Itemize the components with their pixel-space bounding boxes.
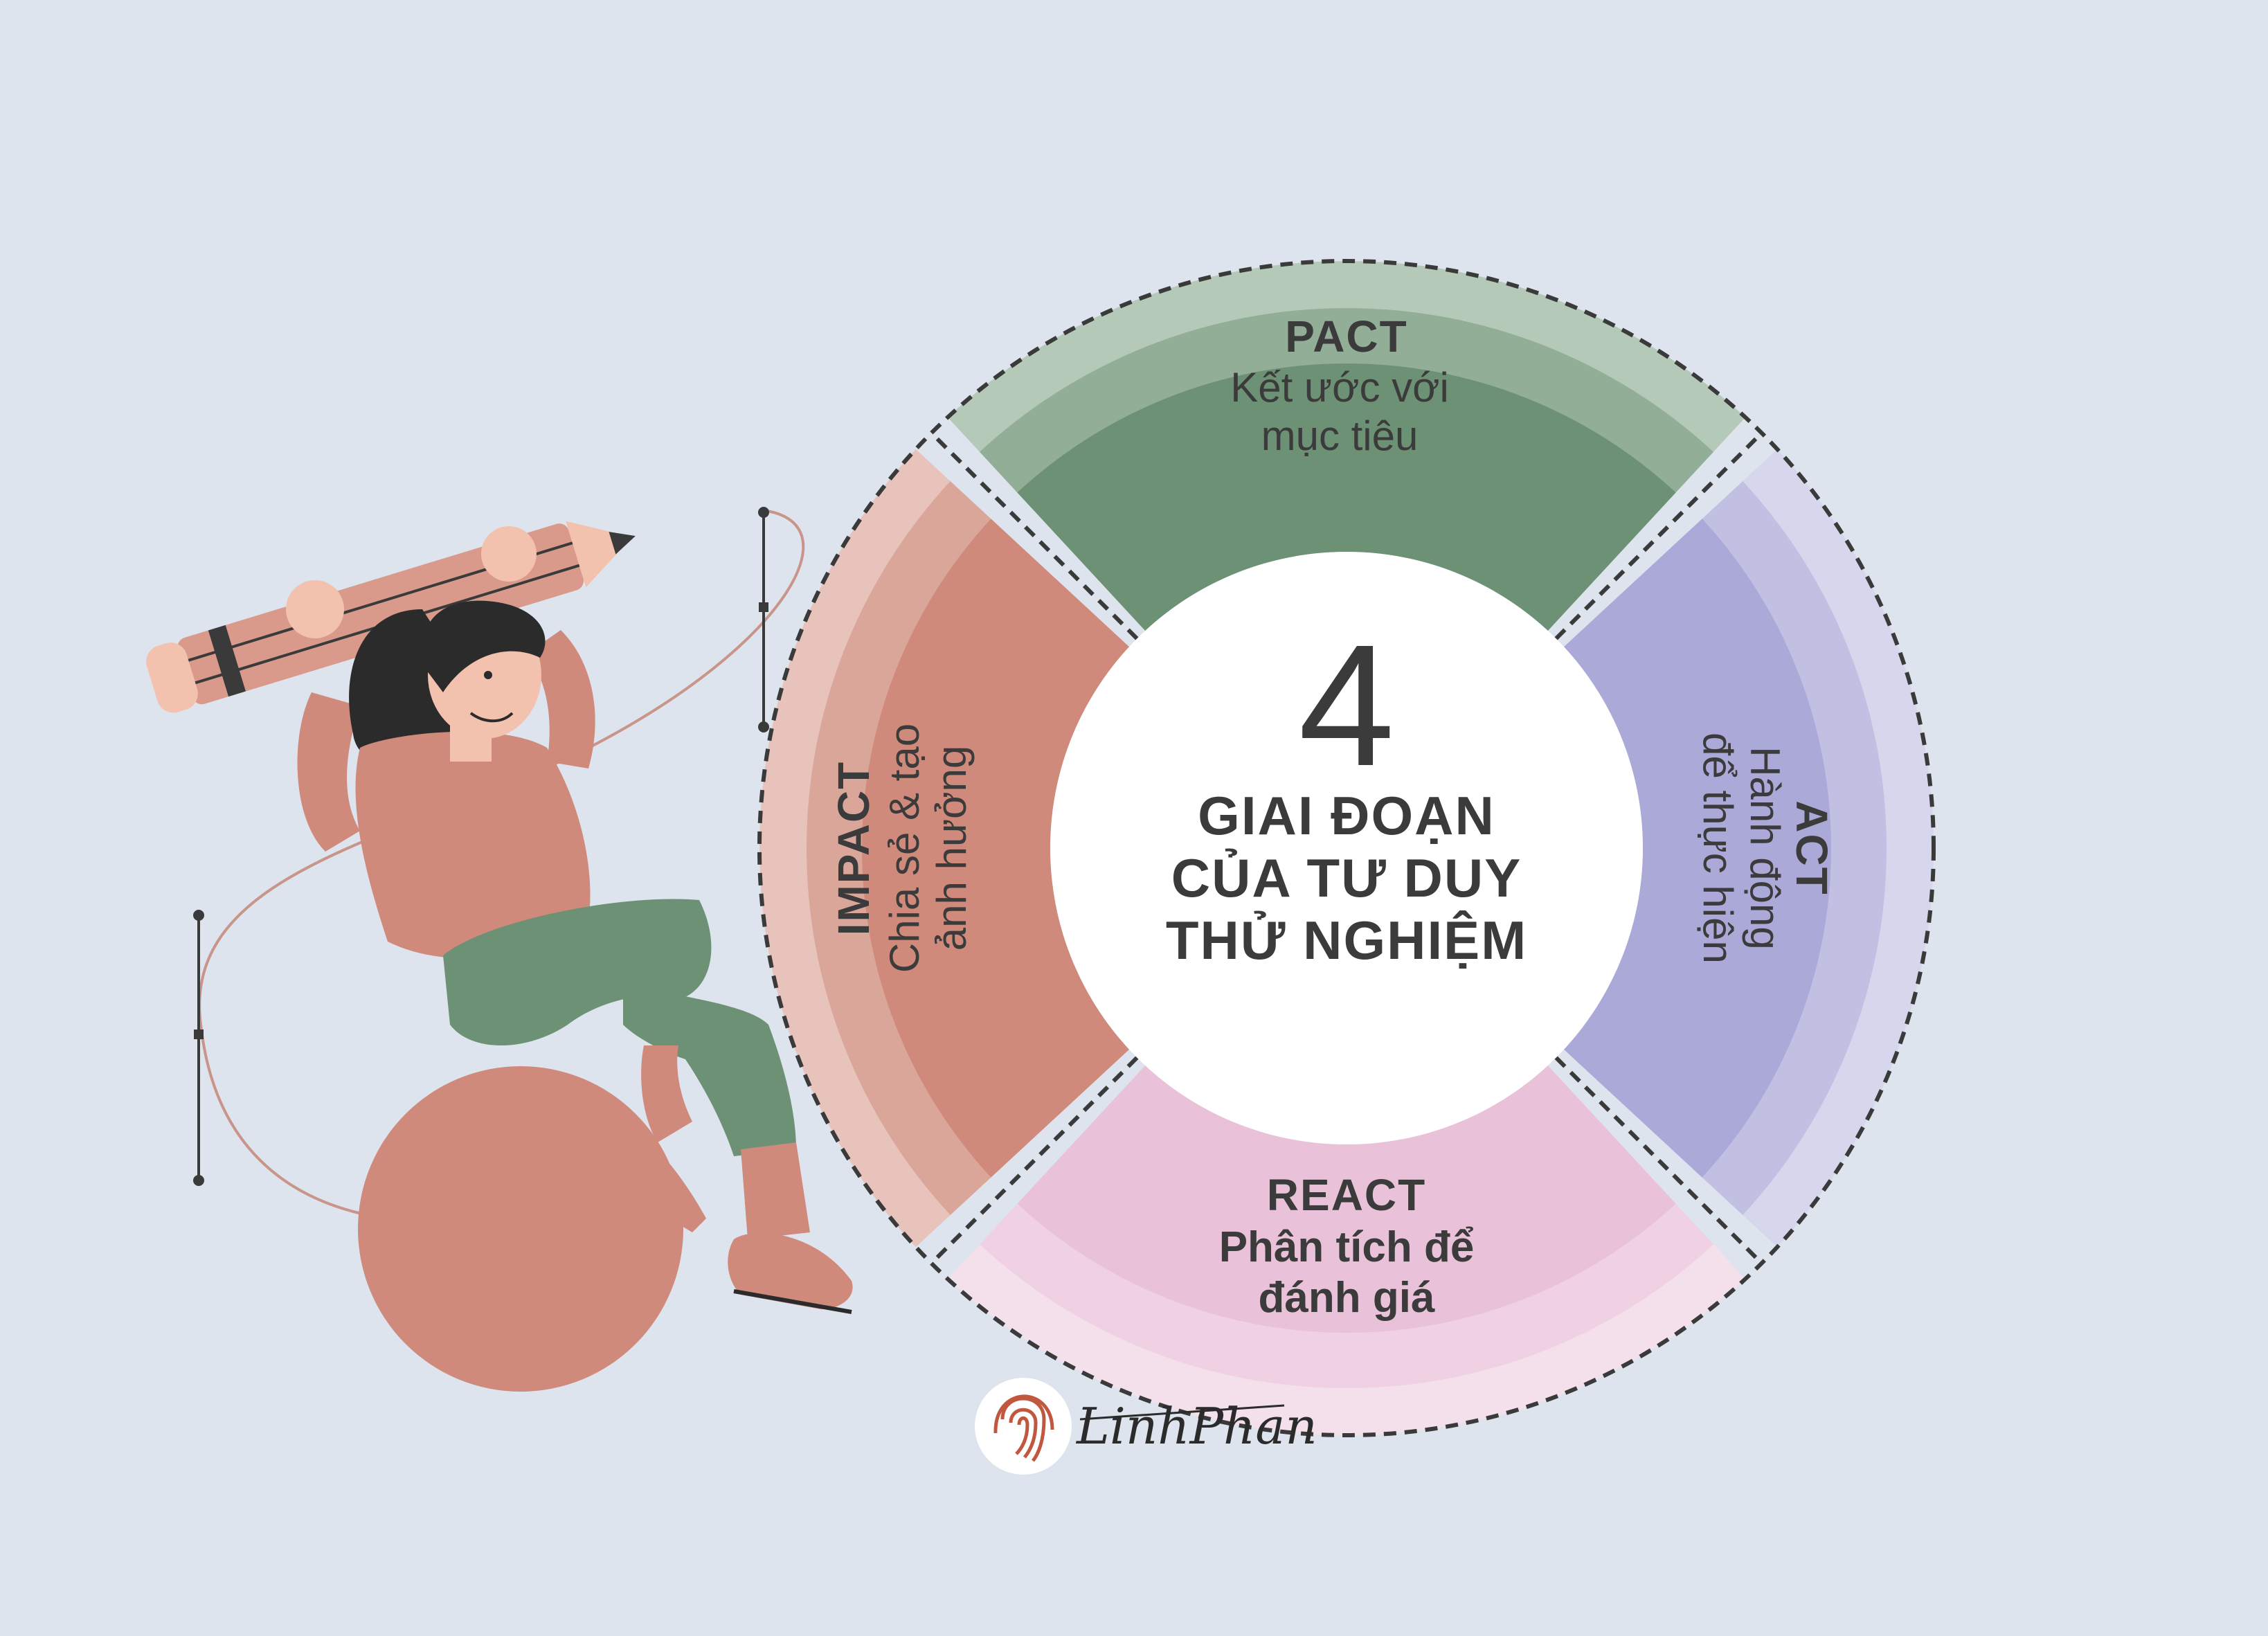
handle-square	[194, 1030, 204, 1039]
fingerprint-icon	[993, 1394, 1054, 1462]
impact-title: IMPACT	[829, 761, 879, 936]
pact-segment-band-3	[1017, 363, 1676, 631]
impact-line-2: ảnh hưởng	[928, 746, 975, 951]
handle-dot	[193, 910, 204, 921]
segment-divider-4	[930, 1056, 1139, 1265]
pact-line-1: Kết ước với	[1230, 364, 1449, 411]
fingerprint-logo	[975, 1378, 1072, 1475]
logo-circle	[975, 1378, 1072, 1475]
pact-title: PACT	[1285, 312, 1407, 361]
segment-divider-3	[1554, 1056, 1763, 1265]
center-number: 4	[1298, 609, 1394, 802]
act-title: ACT	[1787, 800, 1837, 896]
react-title: REACT	[1267, 1170, 1426, 1220]
wheel	[759, 260, 1934, 1435]
handle-dot	[758, 721, 769, 732]
center-line-3: THỬ NGHIỆM	[1166, 910, 1527, 971]
segment-divider-1	[930, 431, 1139, 640]
act-segment-band-3	[1564, 519, 1832, 1178]
act-line-2: để thực hiện	[1695, 732, 1741, 964]
segment-divider-2	[1554, 431, 1763, 640]
react-line-1: Phân tích để	[1219, 1223, 1475, 1271]
center-line-1: GIAI ĐOẠN	[1198, 785, 1495, 846]
react-segment-band-3	[1017, 1066, 1676, 1333]
outer-dashed-ring	[757, 259, 1936, 1437]
react-line-2: đánh giá	[1259, 1274, 1435, 1322]
center-line-2: CỦA TƯ DUY	[1171, 847, 1522, 908]
handle-square	[759, 602, 768, 612]
handle-dot	[193, 1175, 204, 1186]
act-line-1: Hành động	[1742, 746, 1788, 950]
pact-line-2: mục tiêu	[1261, 413, 1419, 459]
center-circle	[1050, 552, 1643, 1144]
signature-stroke	[1079, 1404, 1285, 1421]
ball	[358, 1066, 683, 1392]
impact-segment-band-3	[862, 519, 1129, 1178]
act-label-group: ACT Hành động để thực hiện	[1695, 732, 1837, 964]
decorative-curve	[198, 510, 805, 1220]
impact-line-1: Chia sẻ & tạo	[881, 723, 928, 973]
handle-dot	[758, 507, 769, 518]
impact-label-group: IMPACT Chia sẻ & tạo ảnh hưởng	[829, 723, 975, 973]
woman-with-pencil-illustration	[146, 507, 853, 1392]
